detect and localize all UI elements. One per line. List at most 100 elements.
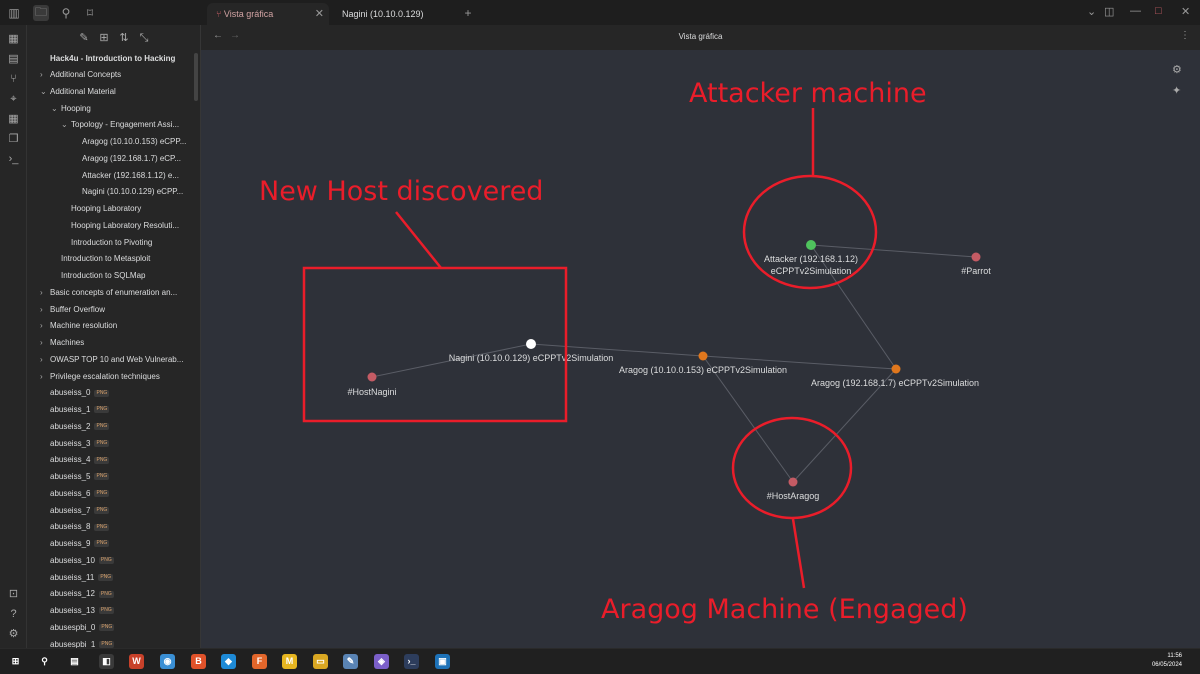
graph-node-aragog7[interactable] xyxy=(891,364,901,374)
vault-title[interactable]: Hack4u - Introduction to Hacking xyxy=(50,54,176,63)
folder-item[interactable]: ⌄Additional Material xyxy=(40,85,197,99)
chevron-down-icon[interactable]: ⌄ xyxy=(40,86,47,96)
malwarebytes-icon[interactable]: M xyxy=(282,654,297,669)
grid-icon[interactable]: ▦ xyxy=(8,33,19,45)
close-icon[interactable]: ✕ xyxy=(314,8,324,20)
graph-node-nagini[interactable] xyxy=(526,339,536,349)
note-item[interactable]: Nagini (10.10.0.129) eCPP... xyxy=(82,185,197,199)
task-view-icon[interactable]: ▤ xyxy=(67,654,82,669)
brave-browser-icon[interactable]: B xyxy=(191,654,206,669)
vault-icon[interactable]: ⊡ xyxy=(8,588,19,600)
chevron-right-icon[interactable]: › xyxy=(40,70,43,79)
search-icon[interactable]: ⚲ xyxy=(61,6,71,20)
layout-icon[interactable]: ◫ xyxy=(1104,6,1115,18)
help-icon[interactable]: ? xyxy=(10,608,17,620)
folder-item[interactable]: ›Buffer Overflow xyxy=(40,303,197,317)
graph-canvas[interactable]: Attacker (192.168.1.12)eCPPTv2Simulation… xyxy=(201,50,1200,648)
tab-graph-view[interactable]: ⑂ Vista gráfica ✕ xyxy=(207,3,329,25)
note-item[interactable]: Aragog (192.168.1.7) eCP... xyxy=(82,152,197,166)
forward-arrow-icon[interactable]: → xyxy=(230,30,240,41)
close-window-icon[interactable]: ✕ xyxy=(1181,6,1191,18)
graph-node-hostaragog[interactable] xyxy=(788,477,798,487)
folder-item[interactable]: ›Privilege escalation techniques xyxy=(40,370,197,384)
folder-item[interactable]: ›Additional Concepts xyxy=(40,68,197,82)
start-icon[interactable]: ⊞ xyxy=(8,654,23,669)
folder-item[interactable]: ›Machine resolution xyxy=(40,319,197,333)
maximize-icon[interactable]: □ xyxy=(1155,5,1162,17)
chevron-down-icon[interactable]: ⌄ xyxy=(1087,6,1097,18)
chrome-icon[interactable]: ◉ xyxy=(160,654,175,669)
note-item[interactable]: Hooping Laboratory xyxy=(71,202,197,216)
settings-icon[interactable]: ⚙ xyxy=(8,628,19,640)
file-explorer-icon[interactable]: ▭ xyxy=(313,654,328,669)
chevron-right-icon[interactable]: › xyxy=(40,321,43,331)
magic-wand-icon[interactable]: ✦ xyxy=(1172,85,1182,97)
chevron-right-icon[interactable]: › xyxy=(40,338,43,347)
tab-nagini-note[interactable]: Nagini (10.10.0.129) eCPPTv2S... xyxy=(333,3,463,41)
bookmark-icon[interactable]: ⌑ xyxy=(86,6,94,20)
firefox-icon[interactable]: F xyxy=(252,654,267,669)
graph-node-hostnagini[interactable] xyxy=(367,372,377,382)
chevron-right-icon[interactable]: › xyxy=(40,304,43,314)
back-arrow-icon[interactable]: ← xyxy=(213,30,223,41)
folder-item[interactable]: ⌄Hooping xyxy=(51,102,197,116)
note-item[interactable]: Aragog (10.10.0.153) eCPP... xyxy=(82,135,197,149)
folder-item[interactable]: ⌄Topology - Engagement Assi... xyxy=(61,118,197,132)
brave-icon[interactable]: W xyxy=(129,654,144,669)
graph-node-parrot[interactable] xyxy=(971,252,981,262)
minimize-icon[interactable]: — xyxy=(1130,5,1141,17)
file-icon[interactable]: ▤ xyxy=(8,53,19,65)
app-blue-icon[interactable]: ◆ xyxy=(221,654,236,669)
terminal-icon[interactable]: ›_ xyxy=(404,654,419,669)
collapse-icon[interactable]: ⤡ xyxy=(139,32,149,44)
sidebar-scrollbar[interactable] xyxy=(194,53,198,101)
graph-node-aragog153[interactable] xyxy=(698,351,708,361)
note-item[interactable]: Introduction to Pivoting xyxy=(71,236,197,250)
obsidian-icon[interactable]: ◈ xyxy=(374,654,389,669)
notes-icon[interactable]: ✎ xyxy=(343,654,358,669)
calendar-icon[interactable]: ▦ xyxy=(8,113,19,125)
sidebar-toggle-icon[interactable]: ▥ xyxy=(8,6,20,20)
terminal-icon[interactable]: ›_ xyxy=(8,153,19,165)
note-item[interactable]: Introduction to SQLMap xyxy=(61,269,197,283)
chevron-down-icon[interactable]: ⌄ xyxy=(51,103,58,113)
folder-item[interactable]: ›OWASP TOP 10 and Web Vulnerab... xyxy=(40,353,197,367)
new-note-icon[interactable]: ✎ xyxy=(79,32,89,44)
copy-icon[interactable]: ❐ xyxy=(8,133,19,145)
graph-view-icon[interactable]: ⑂ xyxy=(10,73,17,85)
folder-item[interactable]: ›Machines xyxy=(40,336,197,350)
chevron-down-icon[interactable]: ⌄ xyxy=(61,120,68,130)
note-item[interactable]: Hooping Laboratory Resoluti... xyxy=(71,219,197,233)
chevron-right-icon[interactable]: › xyxy=(40,287,43,297)
chevron-right-icon[interactable]: › xyxy=(40,371,43,381)
new-tab-icon[interactable]: + xyxy=(464,6,472,20)
widget-icon[interactable]: ◧ xyxy=(99,654,114,669)
folder-icon[interactable]: 🗀 xyxy=(33,5,49,21)
new-folder-icon[interactable]: ⊞ xyxy=(99,32,109,44)
folder-item[interactable]: ›Basic concepts of enumeration an... xyxy=(40,286,197,300)
more-options-icon[interactable]: ⋮ xyxy=(1180,30,1190,41)
graph-settings-icon[interactable]: ⚙ xyxy=(1172,64,1182,76)
system-clock[interactable]: 11:56 06/05/2024 xyxy=(1152,652,1182,670)
graph-node-attacker[interactable] xyxy=(806,240,816,250)
note-item[interactable]: Attacker (192.168.1.12) e... xyxy=(82,169,197,183)
tag-icon[interactable]: ⌖ xyxy=(10,93,17,105)
virtualbox-icon[interactable]: ▣ xyxy=(435,654,450,669)
search-icon[interactable]: ⚲ xyxy=(37,654,52,669)
sort-icon[interactable]: ⇅ xyxy=(119,32,129,44)
